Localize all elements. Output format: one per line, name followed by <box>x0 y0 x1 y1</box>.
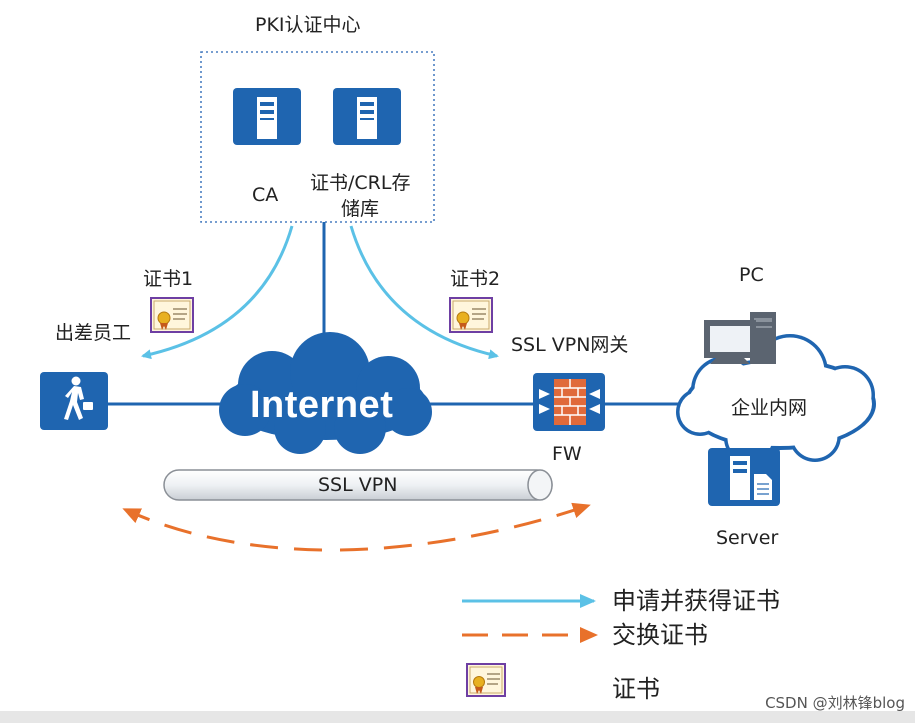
cert1-request-arrow <box>141 225 294 360</box>
traveling-employee-icon <box>40 372 108 430</box>
pc-icon <box>704 312 776 364</box>
internet-cloud <box>219 332 432 454</box>
server-label: Server <box>716 527 779 549</box>
cert-store-label-line1: 证书/CRL存 <box>310 172 411 194</box>
pc-label: PC <box>739 264 764 286</box>
ssl-vpn-tunnel <box>163 469 553 501</box>
employee-label: 出差员工 <box>55 322 132 344</box>
cert2-label: 证书2 <box>450 268 501 290</box>
pki-center-box <box>200 51 435 223</box>
gateway-label: SSL VPN网关 <box>511 334 629 356</box>
exchange-arrow-right <box>339 502 591 552</box>
cert1-label: 证书1 <box>143 268 194 290</box>
ca-label: CA <box>252 184 279 206</box>
legend-apply-label: 申请并获得证书 <box>612 587 780 615</box>
legend-exchange-label: 交换证书 <box>612 621 708 649</box>
cert-store-label-line2: 储库 <box>341 198 380 220</box>
exchange-arrow-left <box>122 508 323 552</box>
bottom-bar <box>0 711 915 723</box>
tunnel-label: SSL VPN <box>318 474 398 496</box>
server-icon <box>708 448 780 506</box>
cert-store-server-icon <box>333 88 401 145</box>
watermark: CSDN @刘林锋blog <box>765 694 905 712</box>
fw-label: FW <box>552 443 582 465</box>
pki-center-title: PKI认证中心 <box>255 14 361 36</box>
legend-cert-icon <box>466 663 506 697</box>
intranet-cloud <box>676 334 876 464</box>
firewall-icon <box>533 373 605 431</box>
cert1-icon <box>150 297 194 333</box>
intranet-label: 企业内网 <box>731 397 808 419</box>
cert2-icon <box>449 297 493 333</box>
ca-server-icon <box>233 88 301 145</box>
internet-label: Internet <box>250 384 394 426</box>
legend-cert-label: 证书 <box>612 675 660 703</box>
cert2-request-arrow <box>349 225 499 360</box>
